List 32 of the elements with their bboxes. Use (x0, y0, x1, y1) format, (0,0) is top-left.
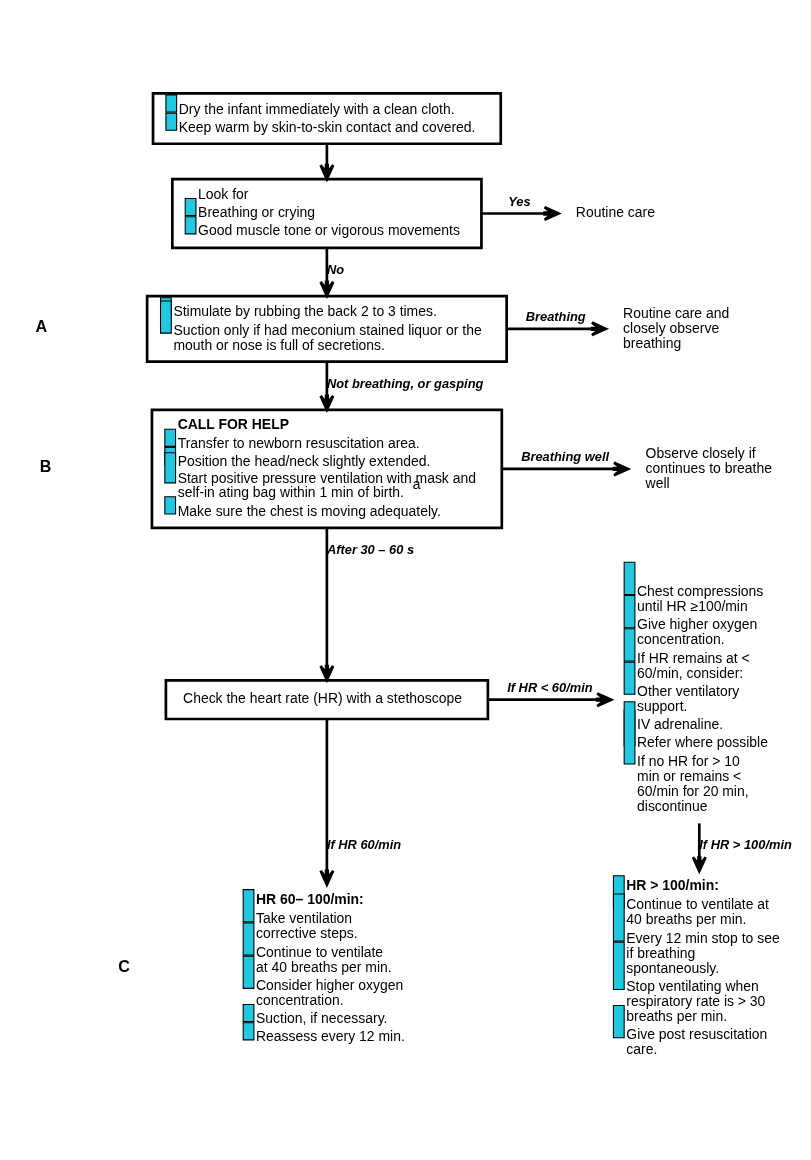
edge-label: Not breathing, or gasping (326, 376, 484, 391)
node-text: Routine care (575, 204, 655, 221)
edge-label: If HR < 60/min (507, 679, 593, 695)
node-label: Give post resuscitation care. (626, 1026, 768, 1058)
label: C (118, 956, 130, 975)
node-label: Suction, if necessary. (256, 1010, 388, 1027)
edge-label: Yes (508, 193, 531, 209)
node-label: Every 12 min stop to see if breathing spontaneously. (626, 929, 780, 976)
node-text: Observe closely if continues to breathe well (645, 444, 772, 491)
edge-label: Breathing well (521, 448, 610, 464)
node-label: If no HR for > 10 min or remains < 60/min for 20 min, discontinue (637, 752, 749, 814)
node-text: Routine care and closely observe breathing (623, 304, 730, 351)
edge-label: No (326, 262, 345, 278)
node-label: Consider higher oxygen concentration. (256, 976, 404, 1008)
node-label: Reassess every 12 min. (256, 1028, 405, 1045)
node-label: If HR remains at < 60/min, consider: (637, 649, 750, 681)
label: A (35, 316, 48, 335)
edge-label: If HR 60/min (326, 837, 402, 853)
node-label: HR 60– 100/min: (256, 891, 364, 908)
node-label: Continue to ventilate at 40 breaths per min. (256, 943, 392, 975)
node-label: HR > 100/min: (626, 877, 719, 894)
node-label: Stop ventilating when respiratory rate is > 30 breaths per min. (626, 977, 766, 1024)
node-label: IV adrenaline. (637, 716, 724, 733)
node-label: Refer where possible (637, 734, 768, 751)
node-label: Continue to ventilate at 40 breaths per min. (626, 896, 769, 928)
node-label: Chest compressions until HR ≥100/min (637, 582, 764, 615)
label: B (39, 456, 52, 475)
node-label: Take ventilation corrective steps. (256, 910, 358, 942)
node-label: Other ventilatory support. (637, 682, 740, 714)
edge-label: Breathing (525, 308, 586, 324)
edge-label: After 30 – 60 s (326, 542, 415, 558)
node-label: Give higher oxygen concentration. (637, 616, 758, 648)
